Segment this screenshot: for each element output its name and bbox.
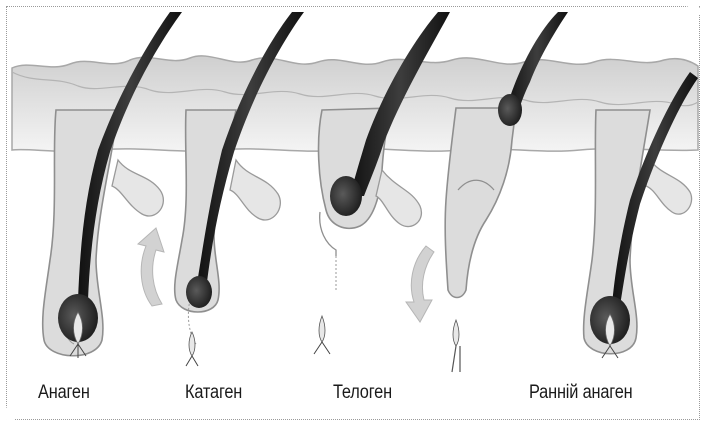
label-early-anagen: Ранній анаген bbox=[529, 382, 632, 404]
hair-club-shedding bbox=[498, 94, 522, 126]
label-telogen: Телоген bbox=[333, 382, 392, 404]
label-catagen: Катаген bbox=[185, 382, 242, 404]
label-anagen: Анаген bbox=[38, 382, 90, 404]
dermal-papilla-telogen bbox=[314, 256, 336, 354]
curved-arrow-down-icon bbox=[406, 246, 434, 322]
hair-bulb-catagen bbox=[186, 276, 212, 308]
curved-arrow-up-icon bbox=[138, 228, 164, 306]
follicle-early-anagen bbox=[445, 108, 516, 372]
dermal-papilla-catagen bbox=[186, 332, 198, 366]
hair-club-telogen bbox=[330, 176, 362, 216]
